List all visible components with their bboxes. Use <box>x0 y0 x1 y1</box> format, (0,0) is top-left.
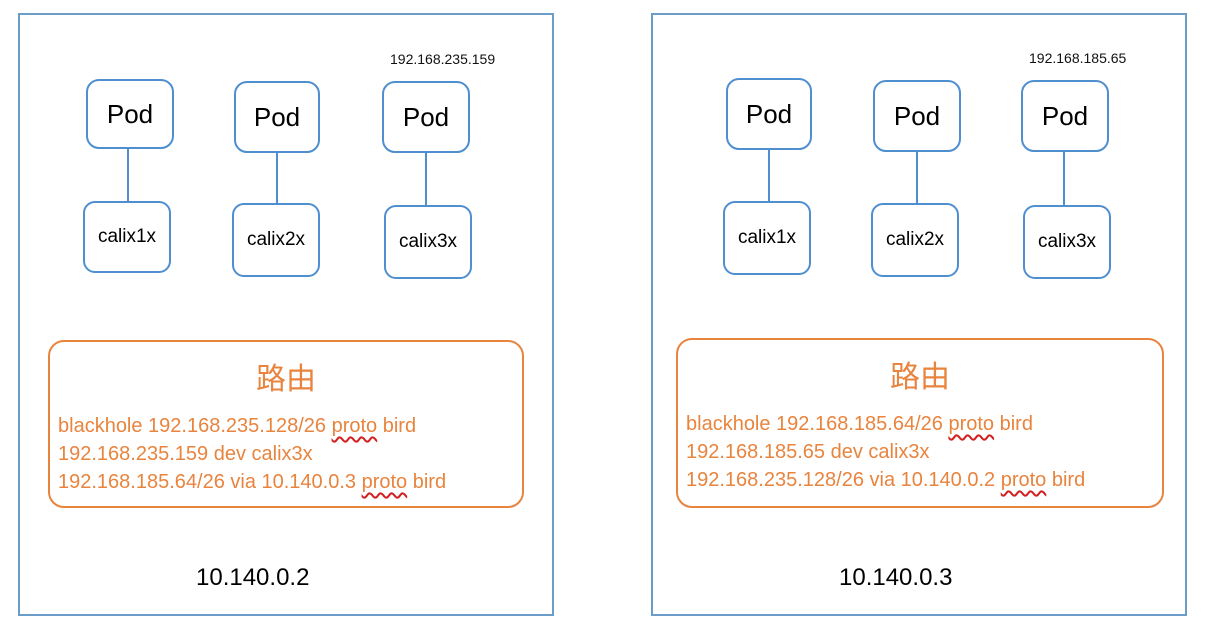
route-entry: blackhole 192.168.235.128/26 proto bird <box>58 415 417 437</box>
link-line <box>1063 152 1065 206</box>
link-line <box>127 149 129 201</box>
calix-box-2: calix2x <box>232 203 320 277</box>
link-line <box>768 150 770 202</box>
pod-box-2: Pod <box>234 81 320 153</box>
calix-box-2: calix2x <box>871 203 959 277</box>
pod-box-2: Pod <box>873 80 961 152</box>
host-node-1: 192.168.235.159 Pod Pod Pod calix1x cali… <box>18 13 554 616</box>
route-entry: blackhole 192.168.185.64/26 proto bird <box>686 413 1033 435</box>
route-entry: 192.168.235.128/26 via 10.140.0.2 proto … <box>686 469 1086 491</box>
route-entry: 192.168.185.64/26 via 10.140.0.3 proto b… <box>58 471 447 493</box>
route-title: 路由 <box>256 362 316 397</box>
calix-box-3: calix3x <box>1023 205 1111 279</box>
route-entry: 192.168.235.159 dev calix3x <box>58 443 313 465</box>
route-entry: 192.168.185.65 dev calix3x <box>686 441 930 463</box>
route-title: 路由 <box>890 360 950 395</box>
calix-box-3: calix3x <box>384 205 472 279</box>
link-line <box>916 152 918 204</box>
calix-box-1: calix1x <box>723 201 811 275</box>
host-ip-label: 10.140.0.2 <box>196 564 310 591</box>
pod-ip-label: 192.168.235.159 <box>390 51 496 67</box>
host-ip-label: 10.140.0.3 <box>839 564 953 591</box>
pod-box-1: Pod <box>726 78 812 150</box>
link-line <box>425 153 427 205</box>
route-table: 路由 blackhole 192.168.185.64/26 proto bir… <box>676 338 1164 508</box>
pod-ip-label: 192.168.185.65 <box>1029 50 1127 66</box>
pod-box-3: Pod <box>1021 80 1109 152</box>
pod-box-3: Pod <box>382 81 470 153</box>
calix-box-1: calix1x <box>83 201 171 273</box>
route-table: 路由 blackhole 192.168.235.128/26 proto bi… <box>48 340 524 508</box>
pod-box-1: Pod <box>86 79 174 149</box>
host-node-2: 192.168.185.65 Pod Pod Pod calix1x calix… <box>651 13 1187 616</box>
link-line <box>276 153 278 203</box>
